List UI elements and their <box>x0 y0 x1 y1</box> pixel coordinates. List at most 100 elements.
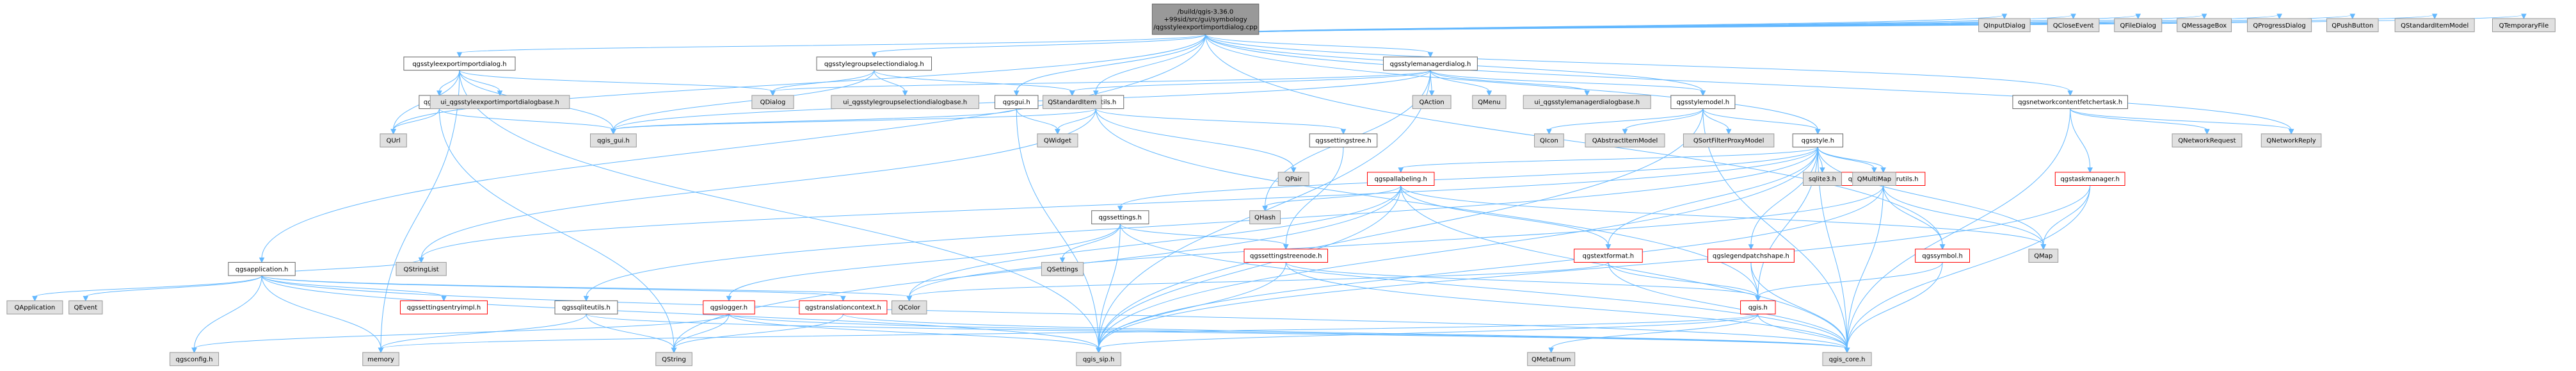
node-label: QColor <box>899 304 921 311</box>
edge-qgsapplication_h-to-qgis_core_h <box>261 275 1850 354</box>
node-qgssettings_h[interactable]: qgssettings.h <box>1091 210 1149 224</box>
edge-qgsguiutils_h-to-QWidget <box>1055 108 1096 135</box>
node-qgstranslationcontext_h[interactable]: qgstranslationcontext.h <box>799 300 888 315</box>
edge-qgssymbollayerutils_h-to-qgis_core_h <box>1844 185 1884 354</box>
node-qgsstylegroupselectiondialog_h[interactable]: qgsstylegroupselectiondialog.h <box>816 56 932 71</box>
node-label: QStandardItemModel <box>2401 22 2468 29</box>
node-label: QAbstractItemModel <box>1592 138 1658 145</box>
node-qgsstylemodel_h[interactable]: qgsstylemodel.h <box>1670 95 1736 110</box>
node-label: QIcon <box>1540 138 1558 145</box>
node-qgslegendpatchshape_h[interactable]: qgslegendpatchshape.h <box>1707 249 1795 263</box>
node-qgstaskmanager_h[interactable]: qgstaskmanager.h <box>2054 172 2125 186</box>
node-qgssettingsentryimpl_h[interactable]: qgssettingsentryimpl.h <box>400 300 488 315</box>
edge-root-to-QNetworkReply <box>1205 34 2294 135</box>
edge-qgsguiutils_h-to-qgis_gui_h <box>611 108 1096 135</box>
edge-qgstaskmanager_h-to-QMap <box>2040 185 2091 250</box>
edge-qgssqliteutils_h-to-qgis_core_h <box>586 313 1850 354</box>
edge-qgsapplication_h-to-qgstranslationcontext_h <box>261 275 846 302</box>
edge-qgsstyleexportimportdialog_h-to-ui_export <box>459 70 503 97</box>
node-QTemporaryFile: QTemporaryFile <box>2492 18 2556 33</box>
node-QInputDialog: QInputDialog <box>1978 18 2031 33</box>
edge-qgspallabeling_h-to-qgstextformat_h <box>1400 185 1612 250</box>
node-QUrl: QUrl <box>380 133 407 148</box>
node-label: QMessageBox <box>2182 22 2227 29</box>
edge-qgshelp_h-to-qgis_gui_h <box>438 108 616 135</box>
node-qgis_h[interactable]: qgis.h <box>1740 300 1776 315</box>
edge-qgspallabeling_h-to-QHash <box>1262 185 1402 211</box>
node-label: QCloseEvent <box>2053 22 2094 29</box>
node-label: QAction <box>1420 99 1444 106</box>
node-qgsstyleexportimportdialog_h[interactable]: qgsstyleexportimportdialog.h <box>403 56 516 71</box>
node-label: qgspallabeling.h <box>1375 176 1427 183</box>
node-label: qgis_gui.h <box>597 138 630 145</box>
node-label: qgsconfig.h <box>175 356 212 363</box>
edge-root-to-qgsapplication_h <box>259 34 1206 263</box>
edge-qgshelp_h-to-QUrl <box>390 108 440 135</box>
node-label: qgstaskmanager.h <box>2060 176 2120 183</box>
node-label: QApplication <box>15 304 56 311</box>
edge-qgsguiutils_h-to-QStringList <box>418 108 1096 263</box>
node-label: ui_qgsstyleexportimportdialogbase.h <box>440 99 559 106</box>
node-qgslogger_h[interactable]: qgslogger.h <box>703 300 755 315</box>
node-root[interactable]: /build/qgis-3.36.0+99sid/src/gui/symbolo… <box>1151 3 1260 35</box>
edge-qgssettingstree_h-to-qgssettingstreenode_h <box>1283 147 1344 250</box>
node-ui_export: ui_qgsstyleexportimportdialogbase.h <box>429 95 570 110</box>
node-QEvent: QEvent <box>68 300 103 315</box>
edge-qgssqliteutils_h-to-memory <box>378 313 587 354</box>
edge-qgssymbol_h-to-qgis_core_h <box>1844 262 1943 354</box>
edge-root-to-qgsstyleexportimportdialog_h <box>456 34 1206 58</box>
node-label: QMenu <box>1478 99 1500 106</box>
node-label: ui_qgsstylemanagerdialogbase.h <box>1534 99 1640 106</box>
node-QSortFilterProxyModel: QSortFilterProxyModel <box>1683 133 1775 148</box>
node-qgsgui_h[interactable]: qgsgui.h <box>995 95 1039 110</box>
node-QStringList: QStringList <box>396 261 447 276</box>
node-label: +99sid/src/gui/symbology <box>1164 16 1247 23</box>
node-qgssymbol_h[interactable]: qgssymbol.h <box>1915 249 1970 263</box>
node-qgssqliteutils_h[interactable]: qgssqliteutils.h <box>554 300 618 315</box>
edge-qgsstylegroupselectiondialog_h-to-QDialog <box>770 70 875 97</box>
node-label: /build/qgis-3.36.0 <box>1178 8 1233 15</box>
node-label: QEvent <box>74 304 98 311</box>
edge-qgsstylemanagerdialog_h-to-QDialog <box>770 70 1431 97</box>
node-label: qgslogger.h <box>710 304 748 311</box>
edge-qgssymbollayerutils_h-to-qgssymbol_h <box>1883 185 1946 250</box>
node-label: qgssymbol.h <box>1922 253 1963 260</box>
edge-root-to-qgsstylemanagerdialog_h <box>1205 34 1434 58</box>
node-qgstextformat_h[interactable]: qgstextformat.h <box>1574 249 1643 263</box>
node-ui_manager: ui_qgsstylemanagerdialogbase.h <box>1523 95 1651 110</box>
node-label: qgsgui.h <box>1003 99 1030 106</box>
node-qgis_gui_h: qgis_gui.h <box>589 133 637 148</box>
node-label: qgssqliteutils.h <box>562 304 611 311</box>
edge-qgslogger_h-to-qgis_core_h <box>728 313 1850 354</box>
edge-qgsguiutils_h-to-QPair <box>1095 108 1297 173</box>
node-qgsstylemanagerdialog_h[interactable]: qgsstylemanagerdialog.h <box>1383 56 1478 71</box>
edge-qgsstyle_h-to-qgis_h <box>1755 147 1818 302</box>
node-label: QSortFilterProxyModel <box>1693 138 1764 145</box>
edge-layer <box>32 13 2527 354</box>
node-label: qgsstyleexportimportdialog.h <box>412 61 506 68</box>
node-label: qgis.h <box>1748 304 1768 311</box>
node-label: qgssettingsentryimpl.h <box>407 304 481 311</box>
node-label: qgssettingstree.h <box>1315 138 1371 145</box>
node-QStandardItemModel: QStandardItemModel <box>2394 18 2475 33</box>
edge-qgstextformat_h-to-qgis_h <box>1608 262 1761 302</box>
node-QMetaEnum: QMetaEnum <box>1527 352 1576 367</box>
edge-qgsapplication_h-to-QApplication <box>32 275 262 302</box>
edge-qgsstyle_h-to-QMultiMap <box>1817 147 1877 173</box>
node-QNetworkReply: QNetworkReply <box>2260 133 2322 148</box>
node-qgssettingstreenode_h[interactable]: qgssettingstreenode.h <box>1244 249 1329 263</box>
node-qgsstyle_h[interactable]: qgsstyle.h <box>1792 133 1844 148</box>
node-qgssettingstree_h[interactable]: qgssettingstree.h <box>1309 133 1378 148</box>
node-label: /qgsstyleexportimportdialog.cpp <box>1153 24 1258 31</box>
node-qgsnetworkcontentfetchertask_h[interactable]: qgsnetworkcontentfetchertask.h <box>2012 95 2128 110</box>
node-QAbstractItemModel: QAbstractItemModel <box>1585 133 1665 148</box>
node-qgsapplication_h[interactable]: qgsapplication.h <box>228 261 296 276</box>
edge-qgssettings_h-to-qgslogger_h <box>726 224 1121 302</box>
node-QSettings: QSettings <box>1041 261 1084 276</box>
node-qgspallabeling_h[interactable]: qgspallabeling.h <box>1367 172 1435 186</box>
edge-qgsstylemanagerdialog_h-to-QMenu <box>1430 70 1492 97</box>
edge-qgsnetworkcontentfetchertask_h-to-QNetworkRequest <box>2070 108 2210 135</box>
node-QApplication: QApplication <box>6 300 63 315</box>
edge-qgsstylegroupselectiondialog_h-to-ui_groupsel <box>874 70 908 97</box>
node-QString: QString <box>655 352 692 367</box>
